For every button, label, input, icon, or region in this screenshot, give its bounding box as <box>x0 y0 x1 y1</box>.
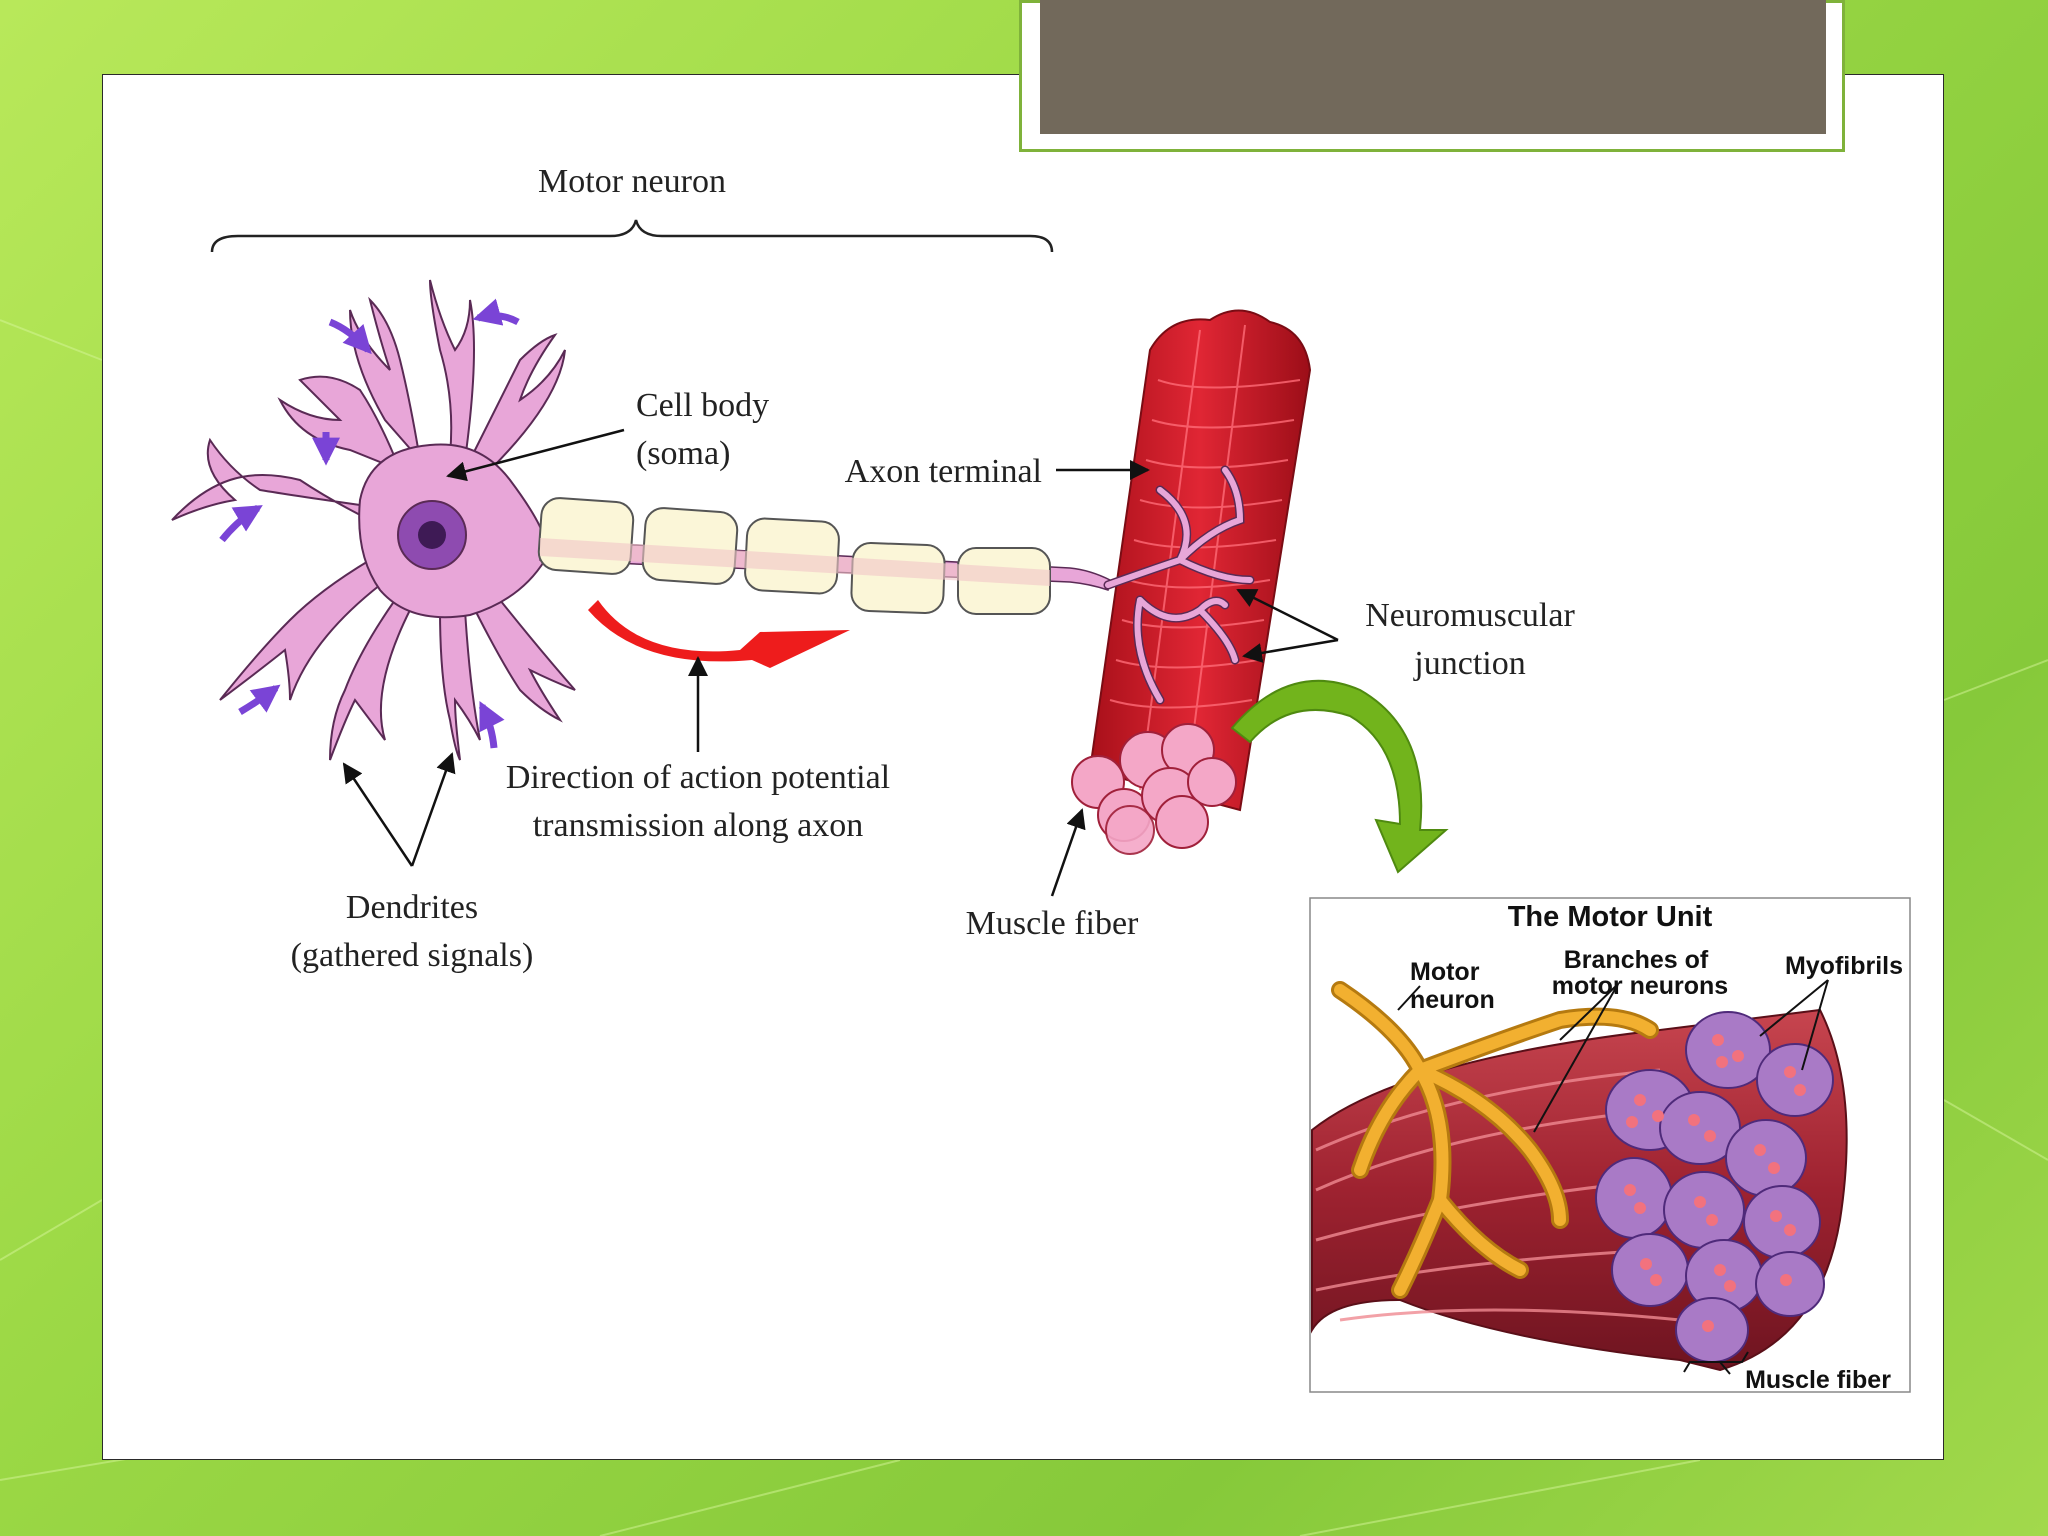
inset-myofibrils-leader-1 <box>1759 979 1829 1037</box>
inset-title: The Motor Unit <box>1508 901 1713 933</box>
action-potential-arrow <box>588 600 850 668</box>
muscle-fiber-bundle <box>1071 309 1312 855</box>
inset-myofibrils-leader-2 <box>1801 979 1829 1071</box>
inset-muscle-fiber-label: Muscle fiber <box>1745 1366 1891 1394</box>
inset-motor-neuron-label-line2: neuron <box>1410 986 1495 1014</box>
dendrites-leader-left <box>342 762 414 867</box>
motor-unit-inset: The Motor Unit <box>1309 897 1911 1394</box>
motor-neuron-brace <box>210 219 1054 253</box>
inset-branches-label-line2: motor neurons <box>1552 972 1728 1000</box>
nmj-label-line1: Neuromuscular <box>1365 597 1575 634</box>
inset-myofibrils-label: Myofibrils <box>1785 952 1903 980</box>
nucleolus <box>418 521 446 549</box>
nmj-leader-lower <box>1242 638 1339 663</box>
nmj-leader-upper <box>1236 588 1339 642</box>
cell-body-leader <box>446 428 625 482</box>
muscle-fiber-label: Muscle fiber <box>966 905 1139 942</box>
inset-branches-leader-2 <box>1533 983 1619 1133</box>
inset-myofibril-dots <box>1624 1034 1806 1332</box>
ap-direction-label-line2: transmission along axon <box>533 807 864 844</box>
dendrites-leader-right <box>410 752 456 867</box>
dendrites-label-line2: (gathered signals) <box>291 937 534 974</box>
signal-arrows <box>219 298 520 749</box>
axon-inside-myelin <box>540 538 1050 586</box>
cell-body-label-line1: Cell body <box>636 387 769 424</box>
muscle-fiber-leader <box>1050 808 1086 897</box>
ap-direction-label-line1: Direction of action potential <box>506 759 890 796</box>
slide-title-fill <box>1040 0 1826 134</box>
dendrites <box>171 279 576 761</box>
inset-branches-leader-1 <box>1559 983 1619 1041</box>
inset-motor-neuron-leader <box>1397 985 1421 1011</box>
nmj-label-line2: junction <box>1413 645 1525 682</box>
motor-neuron-label: Motor neuron <box>538 163 726 200</box>
inset-myofibril-bundles <box>1595 1011 1834 1363</box>
inset-branches-label-line1: Branches of <box>1564 946 1709 974</box>
inset-muscle-fiber-bracket <box>1683 1351 1749 1375</box>
dendrites-label-line1: Dendrites <box>346 889 478 926</box>
cell-body-label-line2: (soma) <box>636 435 730 472</box>
green-zoom-arrow <box>1230 679 1449 874</box>
inset-motor-neuron-label-line1: Motor <box>1410 958 1480 986</box>
axon-terminal-label: Axon terminal <box>845 453 1042 490</box>
